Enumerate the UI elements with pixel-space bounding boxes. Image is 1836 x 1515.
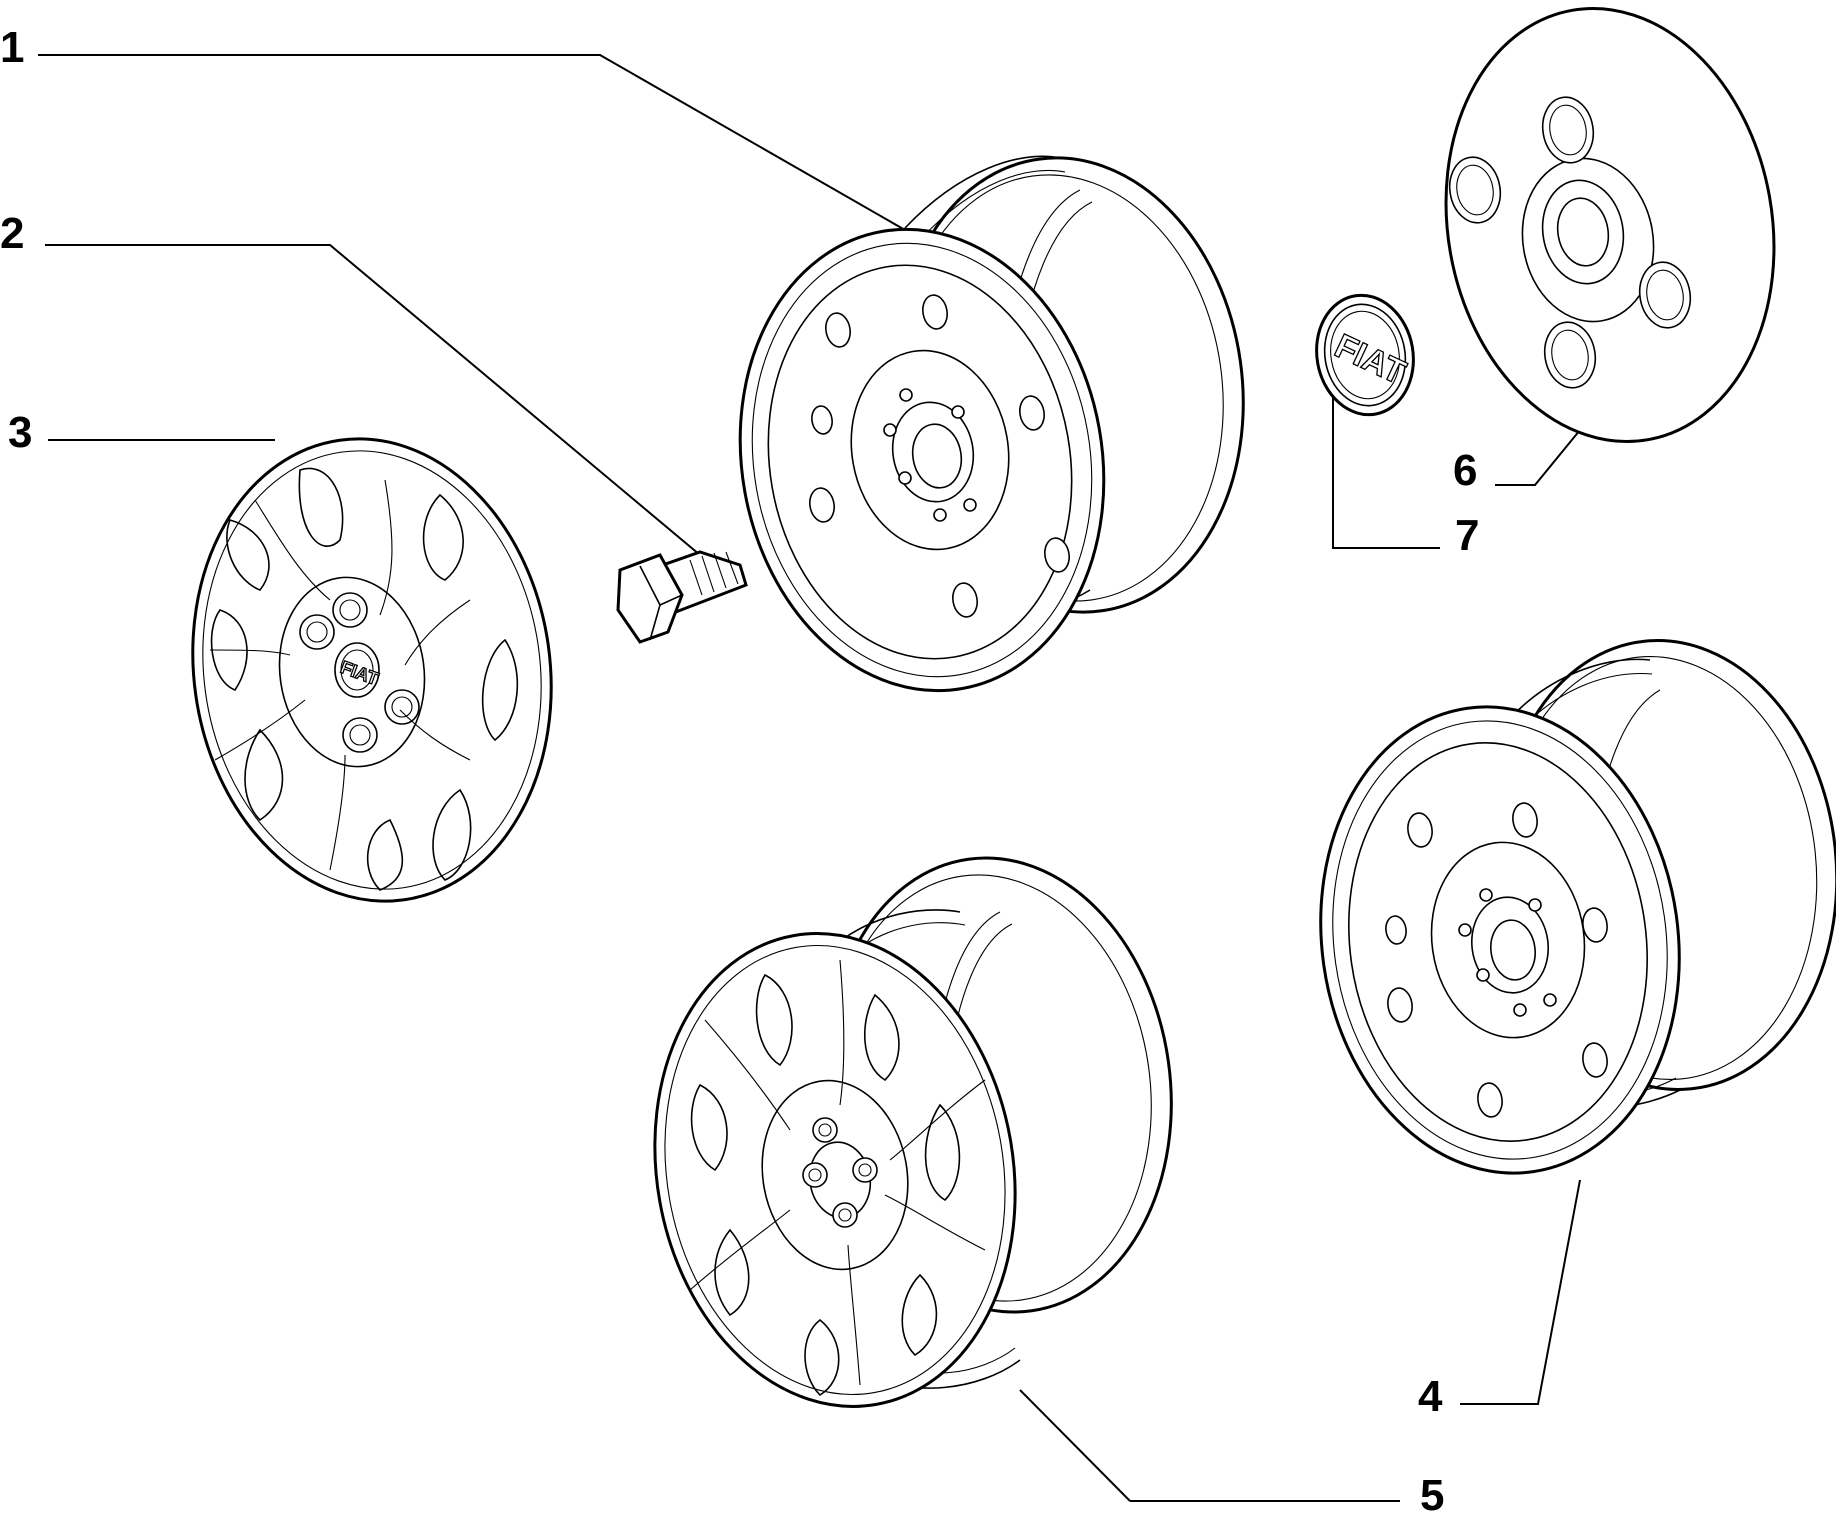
leader-line-1 [38,54,906,231]
callout-number-1: 1 [0,23,24,72]
callout-number-3: 3 [8,408,32,457]
steel-wheel-rim-right [1319,639,1836,1175]
hubcap-wheel-trim: FIAT [191,437,553,903]
callout-number-2: 2 [0,209,24,258]
wheel-bolt [616,550,748,644]
leader-line-6 [1495,429,1581,486]
wheel-with-trim [653,856,1173,1408]
leader-line-2 [45,244,701,556]
center-emblem: FIAT [1315,293,1415,417]
callout-number-7: 7 [1455,511,1479,560]
leader-line-5b [1019,1389,1131,1502]
leader-lines [38,54,1581,1502]
leader-line-7 [1332,393,1440,549]
callout-number-5: 5 [1420,1471,1444,1515]
leader-line-4 [1460,1179,1581,1405]
callout-numbers: 1 2 3 4 5 6 7 [0,23,1479,1515]
steel-wheel-rim-top [738,155,1245,693]
callout-number-6: 6 [1453,446,1477,495]
hub-cover-disc [1444,6,1776,444]
callout-number-4: 4 [1418,1372,1443,1421]
